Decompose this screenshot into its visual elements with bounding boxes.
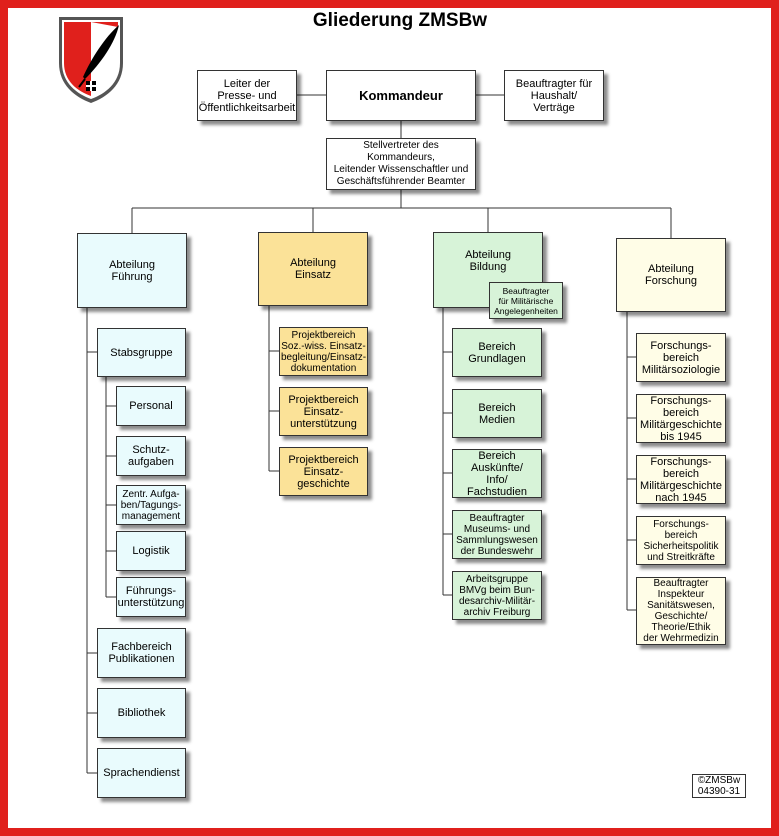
- military-affairs-note: Beauftragter für Militärische Angelegenh…: [489, 282, 563, 319]
- einsatz-item: Projektbereich Soz.-wiss. Einsatz- begle…: [279, 327, 368, 376]
- department-fuehrung: Abteilung Führung: [77, 233, 187, 308]
- department-einsatz: Abteilung Einsatz: [258, 232, 368, 306]
- fuehrung-stab-item: Personal: [116, 386, 186, 426]
- commander-box: Kommandeur: [326, 70, 476, 121]
- fuehrung-stab-item: Führungs- unterstützung: [116, 577, 186, 617]
- bildung-item: Bereich Auskünfte/ Info/ Fachstudien: [452, 449, 542, 498]
- deputy-commander-box: Stellvertreter des Kommandeurs, Leitende…: [326, 138, 476, 190]
- einsatz-item: Projektbereich Einsatz- geschichte: [279, 447, 368, 496]
- press-officer-box: Leiter der Presse- und Öffentlichkeitsar…: [197, 70, 297, 121]
- bildung-item: Beauftragter Museums- und Sammlungswesen…: [452, 510, 542, 559]
- forschung-item: Forschungs- bereich Militärgeschichte bi…: [636, 394, 726, 443]
- fuehrung-stab-item: Zentr. Aufga- ben/Tagungs- management: [116, 485, 186, 525]
- bildung-item: Arbeitsgruppe BMVg beim Bun- desarchiv-M…: [452, 571, 542, 620]
- fuehrung-stab-item: Schutz- aufgaben: [116, 436, 186, 476]
- bildung-item: Bereich Medien: [452, 389, 542, 438]
- forschung-item: Forschungs- bereich Sicherheitspolitik u…: [636, 516, 726, 565]
- bildung-item: Bereich Grundlagen: [452, 328, 542, 377]
- copyright-label: ©ZMSBw 04390-31: [692, 774, 746, 798]
- budget-officer-box: Beauftragter für Haushalt/ Verträge: [504, 70, 604, 121]
- page-title: Gliederung ZMSBw: [312, 10, 488, 31]
- forschung-item: Forschungs- bereich Militärgeschichte na…: [636, 455, 726, 504]
- fuehrung-stab-item: Logistik: [116, 531, 186, 571]
- fuehrung-item: Sprachendienst: [97, 748, 186, 798]
- fuehrung-item: Fachbereich Publikationen: [97, 628, 186, 678]
- forschung-item: Beauftragter Inspekteur Sanitätswesen, G…: [636, 577, 726, 645]
- fuehrung-item: Bibliothek: [97, 688, 186, 738]
- forschung-item: Forschungs- bereich Militärsoziologie: [636, 333, 726, 382]
- stabsgruppe-box: Stabsgruppe: [97, 328, 186, 377]
- einsatz-item: Projektbereich Einsatz- unterstützung: [279, 387, 368, 436]
- quill-shield-emblem-icon: [59, 17, 123, 103]
- department-forschung: Abteilung Forschung: [616, 238, 726, 312]
